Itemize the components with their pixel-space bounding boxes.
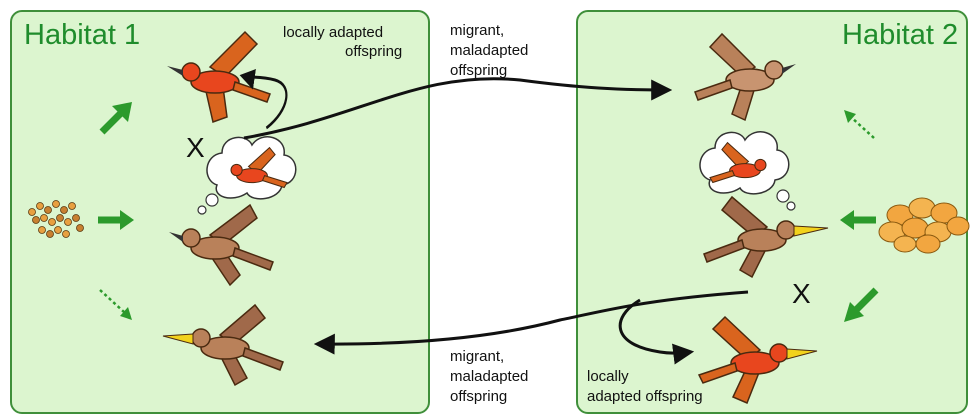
green-arrow-left-icon — [840, 210, 876, 230]
migrant-bottom-label-3: offspring — [450, 388, 508, 405]
green-arrow-up-icon — [99, 102, 132, 135]
locally-adapted-top-label-2: offspring — [345, 43, 403, 60]
migrant-arrow-bottom — [313, 290, 749, 355]
locally-adapted-arrow-top — [239, 68, 288, 130]
migrant-top-label-3: offspring — [450, 62, 508, 79]
migrant-bottom-label-2: maladapted — [450, 368, 529, 385]
locally-adapted-bottom-label-2: adapted offspring — [587, 388, 703, 405]
small-seeds-icon — [28, 200, 84, 238]
red-bird-yellow-beak-icon — [697, 315, 818, 404]
cross-symbol-1: X — [186, 132, 205, 163]
brown-bird-icon — [169, 203, 274, 287]
locally-adapted-bottom-label-1: locally — [587, 368, 629, 385]
brown-bird-top-icon — [694, 32, 796, 122]
green-dotted-arrow-down-icon — [99, 289, 132, 320]
thought-bubble-icon — [197, 136, 297, 215]
yellow-beak-bird-2-icon — [703, 195, 829, 279]
migrant-bottom-label-1: migrant, — [450, 348, 505, 365]
thought-bubble-2-icon — [699, 131, 796, 211]
locally-adapted-top-label-1: locally adapted — [283, 24, 384, 41]
migrant-top-label-1: migrant, — [450, 22, 505, 39]
large-seeds-icon — [878, 197, 970, 254]
habitat-2-title: Habitat 2 — [842, 19, 959, 51]
migrant-arrow-top — [243, 77, 673, 140]
green-arrow-right-icon — [98, 210, 134, 230]
green-arrow-down-icon — [844, 287, 879, 322]
yellow-beak-bird-icon — [162, 303, 284, 387]
migrant-top-label-2: maladapted — [450, 42, 529, 59]
red-bird-icon — [167, 30, 271, 123]
habitat-1-title: Habitat 1 — [24, 19, 141, 51]
locally-adapted-arrow-bottom — [618, 298, 695, 365]
green-dotted-arrow-up-icon — [844, 110, 875, 139]
cross-symbol-2: X — [792, 278, 811, 309]
